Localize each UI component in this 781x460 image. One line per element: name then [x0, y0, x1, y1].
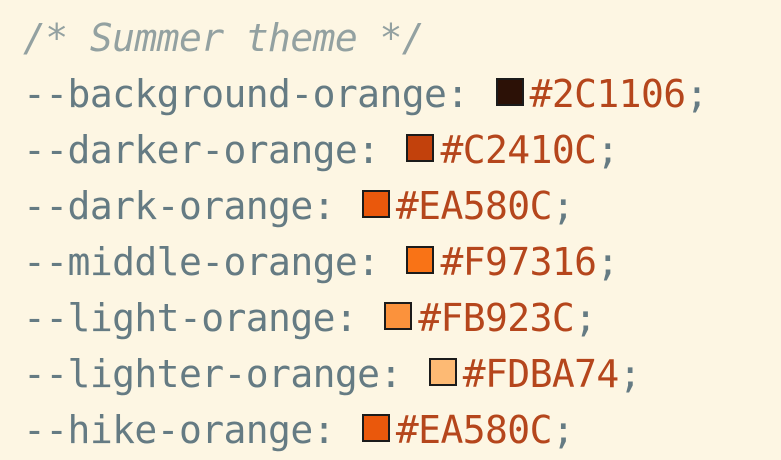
- css-variable-line: --darker-orange: #C2410C;: [23, 122, 781, 178]
- semicolon: ;: [551, 184, 575, 228]
- color-value: #FDBA74: [462, 352, 620, 396]
- colon: :: [357, 240, 380, 284]
- variable-name: --middle-orange: [23, 240, 358, 284]
- css-variable-line: --lighter-orange: #FDBA74;: [23, 346, 781, 402]
- color-value: #F97316: [440, 240, 597, 284]
- color-swatch-icon[interactable]: [428, 358, 457, 386]
- variable-name: --background-orange: [23, 72, 447, 116]
- semicolon: ;: [596, 128, 619, 172]
- semicolon: ;: [685, 72, 709, 116]
- variable-name: --darker-orange: [23, 128, 358, 172]
- color-swatch-icon[interactable]: [361, 190, 390, 218]
- variable-name: --hike-orange: [23, 408, 313, 452]
- colon: :: [312, 408, 336, 452]
- colon: :: [334, 296, 358, 340]
- color-value: #C2410C: [440, 128, 597, 172]
- semicolon: ;: [618, 352, 642, 396]
- css-variable-line: --background-orange: #2C1106;: [23, 66, 781, 122]
- semicolon: ;: [596, 240, 619, 284]
- semicolon: ;: [574, 296, 597, 340]
- code-line-comment: /* Summer theme */: [23, 10, 781, 66]
- color-value: #FB923C: [418, 296, 575, 340]
- theme-comment: /* Summer theme */: [23, 16, 425, 60]
- colon: :: [312, 184, 336, 228]
- color-value: #2C1106: [529, 72, 687, 116]
- colon: :: [379, 352, 402, 396]
- color-swatch-icon[interactable]: [406, 246, 435, 274]
- colon: :: [357, 128, 380, 172]
- css-variable-line: --dark-orange: #EA580C;: [23, 178, 781, 234]
- color-swatch-icon[interactable]: [361, 414, 390, 442]
- color-swatch-icon[interactable]: [384, 302, 413, 330]
- color-swatch-icon[interactable]: [406, 134, 435, 162]
- color-value: #EA580C: [395, 184, 553, 228]
- css-variable-line: --middle-orange: #F97316;: [23, 234, 781, 290]
- color-value: #EA580C: [395, 408, 553, 452]
- variable-name: --light-orange: [23, 296, 336, 340]
- css-variable-line: --hike-orange: #EA580C;: [23, 402, 781, 458]
- colon: :: [446, 72, 469, 116]
- variable-name: --dark-orange: [23, 184, 313, 228]
- variable-name: --lighter-orange: [23, 352, 380, 396]
- css-variable-line: --light-orange: #FB923C;: [23, 290, 781, 346]
- semicolon: ;: [551, 408, 575, 452]
- color-swatch-icon[interactable]: [495, 78, 524, 106]
